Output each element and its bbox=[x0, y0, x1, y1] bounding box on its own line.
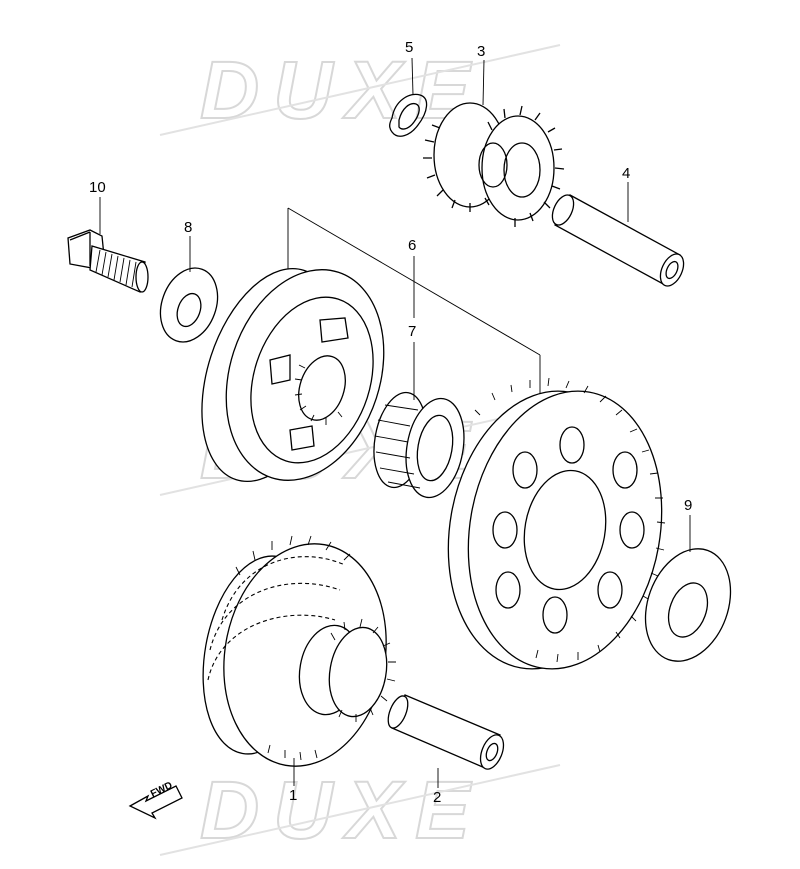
callout-5: 5 bbox=[405, 39, 414, 56]
part-7-needle-bearing bbox=[373, 391, 465, 499]
fwd-arrow bbox=[128, 785, 183, 820]
leader-lines bbox=[99, 57, 691, 788]
callout-2: 2 bbox=[433, 789, 442, 806]
callout-9: 9 bbox=[684, 497, 693, 514]
callout-7: 7 bbox=[408, 323, 417, 340]
part-1-clutch-gear-assembly bbox=[202, 535, 396, 767]
part-5-circlip bbox=[389, 93, 428, 137]
watermark-bottom: DUXE bbox=[200, 765, 484, 856]
callout-10: 10 bbox=[89, 179, 106, 196]
part-9-washer bbox=[644, 548, 732, 662]
part-10-bolt bbox=[67, 229, 149, 293]
part-8-washer bbox=[159, 267, 219, 343]
part-3-idle-gear bbox=[423, 102, 565, 227]
callout-8: 8 bbox=[184, 219, 193, 236]
callout-3: 3 bbox=[477, 43, 486, 60]
watermark-top: DUXE bbox=[200, 45, 484, 136]
callout-6: 6 bbox=[408, 237, 417, 254]
callout-4: 4 bbox=[622, 165, 631, 182]
callout-1: 1 bbox=[289, 787, 298, 804]
part-4-shaft bbox=[551, 194, 685, 287]
part-2-shaft bbox=[387, 694, 505, 770]
starter-clutch-housing bbox=[201, 267, 385, 483]
starter-driven-gear bbox=[447, 377, 666, 670]
